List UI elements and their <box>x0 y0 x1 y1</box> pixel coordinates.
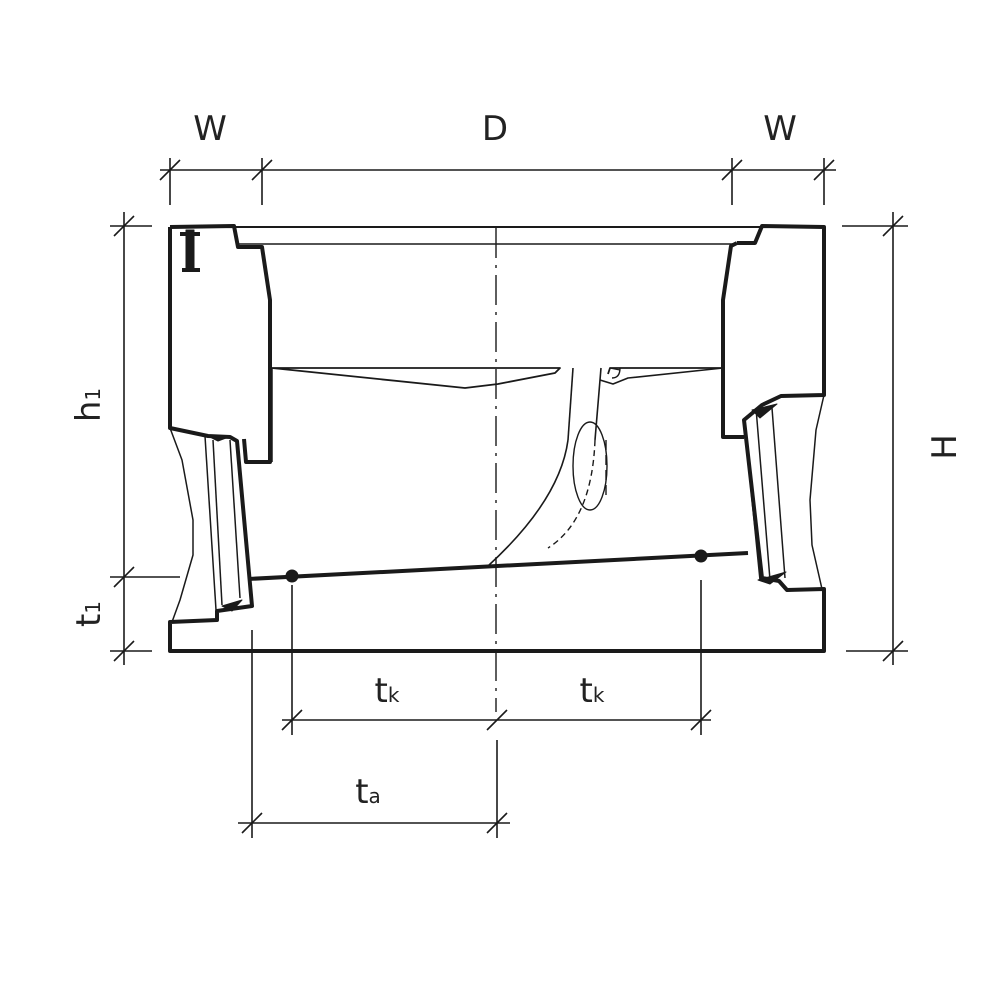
label-ta: ta <box>355 772 381 812</box>
label-tk-left: tk <box>375 671 400 711</box>
label-ta-sub: a <box>369 784 381 808</box>
manhole-body <box>168 224 826 653</box>
label-h: H <box>925 434 965 460</box>
label-tk-left-sub: k <box>388 683 400 707</box>
label-w-left: W <box>193 109 227 149</box>
label-tk-right-sub: k <box>593 683 605 707</box>
label-h1: h1 <box>69 388 109 422</box>
label-tk-left-main: t <box>375 671 388 711</box>
label-t1: t1 <box>69 601 109 627</box>
label-ta-main: t <box>355 772 368 812</box>
label-t1-sub: 1 <box>81 601 105 614</box>
label-tk-right-main: t <box>580 671 593 711</box>
label-tk-right: tk <box>580 671 605 711</box>
label-h1-main: h <box>69 401 109 423</box>
label-h1-sub: 1 <box>81 388 105 401</box>
dimension-lines <box>110 158 908 838</box>
label-w-right: W <box>763 109 797 149</box>
label-t1-main: t <box>69 614 109 627</box>
label-d: D <box>482 109 508 149</box>
